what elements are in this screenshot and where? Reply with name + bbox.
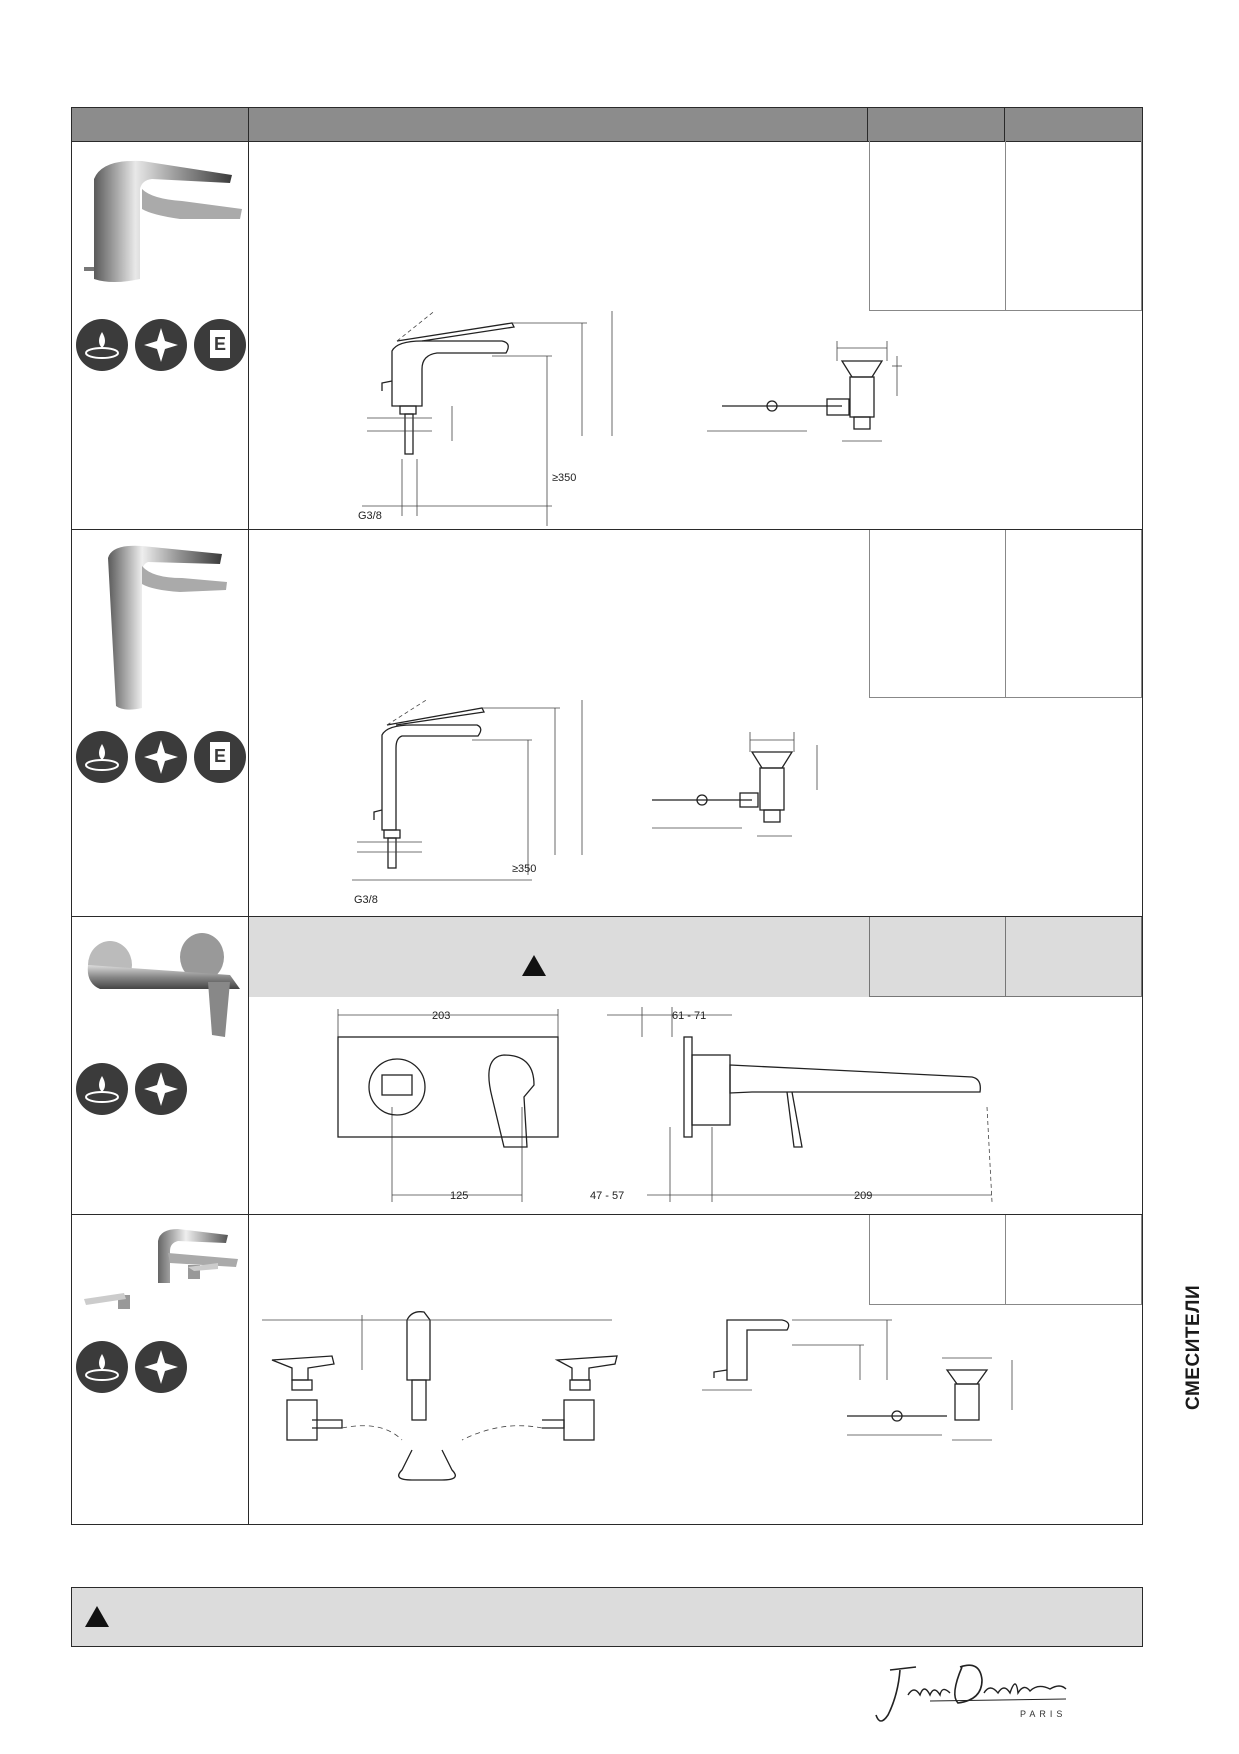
table-row: E ≥350 G3/8 [71, 141, 1143, 530]
table-header [71, 107, 1143, 142]
svg-text:E: E [214, 334, 226, 354]
plate-width-label: 203 [432, 1010, 450, 1022]
sparkle-icon [135, 1063, 187, 1115]
wall-depth-label: 47 - 57 [590, 1190, 624, 1202]
basin-mixer-photo [84, 160, 242, 282]
energy-class-icon: E [194, 731, 246, 783]
code-price-box [869, 917, 1142, 997]
connection-label: G3/8 [354, 894, 378, 906]
description-band [249, 917, 1142, 997]
water-saving-icon [76, 1341, 128, 1393]
feature-icons [76, 1340, 191, 1401]
table-row: 203 125 61 - 71 47 - 57 209 [71, 917, 1143, 1215]
technical-drawing: ≥350 G3/8 [352, 700, 818, 906]
technical-drawing [262, 1311, 1013, 1481]
wall-mixer-photo [87, 933, 240, 1037]
code-price-box [869, 530, 1142, 698]
three-hole-mixer-photo [84, 1229, 238, 1309]
spout-label: 209 [854, 1190, 872, 1202]
logo-sub: PARIS [1020, 1709, 1066, 1719]
header-cell-price [1005, 108, 1142, 141]
feature-icons [76, 1062, 191, 1123]
centers-label: 125 [450, 1190, 468, 1202]
table-row [71, 1215, 1143, 1525]
sparkle-icon [135, 319, 187, 371]
energy-class-icon: E [194, 319, 246, 371]
header-cell-code [868, 108, 1005, 141]
sparkle-icon [135, 1341, 187, 1393]
tall-basin-mixer-photo [108, 545, 227, 710]
feature-icons: E [76, 730, 246, 791]
warning-triangle-icon [85, 1606, 109, 1627]
feature-icons: E [76, 318, 246, 379]
technical-drawing: 203 125 61 - 71 47 - 57 209 [337, 1007, 993, 1203]
header-cell-description [249, 108, 868, 141]
water-saving-icon [76, 731, 128, 783]
warning-triangle-icon [522, 955, 546, 976]
code-price-box [869, 1215, 1142, 1305]
table-row: E ≥350 G3/8 [71, 530, 1143, 917]
note-band [71, 1587, 1143, 1647]
min-height-label: ≥350 [512, 863, 536, 875]
sparkle-icon [135, 731, 187, 783]
water-saving-icon [76, 319, 128, 371]
code-price-box [869, 141, 1142, 311]
projection-label: 61 - 71 [672, 1010, 706, 1022]
water-saving-icon [76, 1063, 128, 1115]
svg-text:E: E [214, 746, 226, 766]
header-cell-image [72, 108, 249, 141]
technical-drawing: ≥350 G3/8 [358, 311, 902, 526]
connection-label: G3/8 [358, 510, 382, 522]
min-height-label: ≥350 [552, 472, 576, 484]
category-label: СМЕСИТЕЛИ [1183, 1284, 1204, 1410]
brand-logo: PARIS [875, 1664, 1067, 1722]
